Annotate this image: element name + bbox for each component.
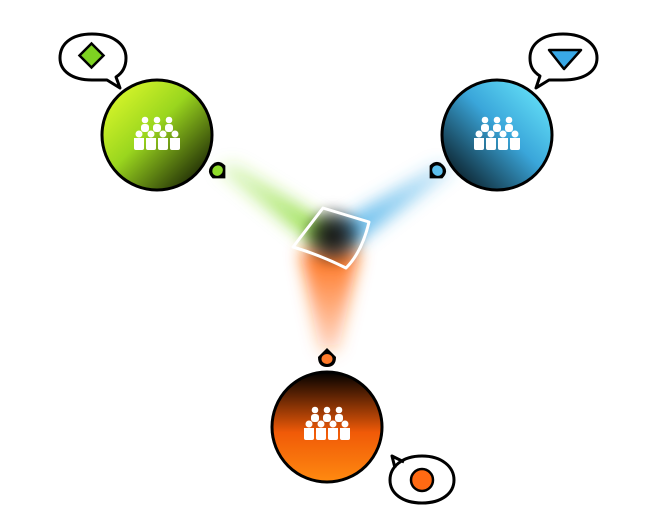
orange-beam: [300, 250, 360, 352]
blue-triangle-icon: [547, 48, 583, 71]
green-speech-bubble: [58, 32, 128, 90]
blue-beam: [333, 163, 456, 248]
orange-circle-icon: [409, 467, 435, 493]
orange-speech-bubble: [388, 454, 456, 505]
blue-viewer-icon: [429, 161, 447, 179]
green-diamond-icon: [77, 41, 106, 70]
blue-speech-bubble: [528, 32, 599, 90]
shared-focus-icon: [291, 204, 371, 270]
green-group-node: [100, 78, 214, 192]
orange-viewer-icon: [318, 348, 336, 367]
blue-group-node: [440, 78, 554, 192]
orange-group-node: [270, 370, 384, 484]
green-viewer-icon: [208, 161, 226, 179]
